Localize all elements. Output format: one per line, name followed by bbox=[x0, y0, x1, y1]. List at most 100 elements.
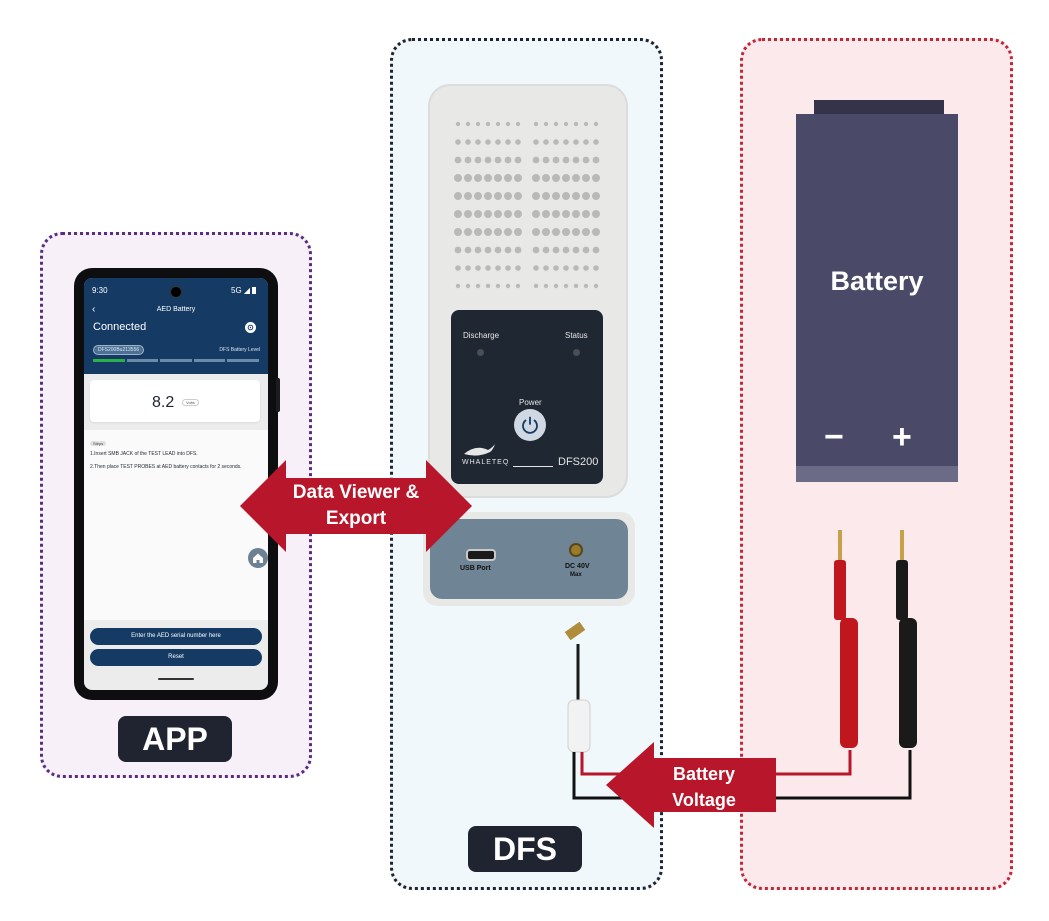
grille-hole bbox=[514, 174, 522, 182]
status-label: Status bbox=[565, 331, 588, 340]
grille-hole bbox=[504, 210, 512, 218]
grille-hole bbox=[582, 228, 590, 236]
grille-hole bbox=[474, 228, 482, 236]
battery-voltage-text-1: Battery bbox=[672, 764, 736, 784]
grille-hole bbox=[484, 192, 492, 200]
grille-hole bbox=[563, 121, 569, 127]
battery-status-icon bbox=[252, 287, 257, 295]
home-button[interactable] bbox=[248, 548, 268, 568]
phone-screen: 9:30 5G ◢ ‹ AED Battery Connected ⊙ DFS2… bbox=[84, 278, 268, 690]
battery-bottom-band bbox=[796, 466, 958, 482]
power-button[interactable] bbox=[514, 409, 546, 441]
grille-hole bbox=[494, 210, 502, 218]
grille-hole bbox=[504, 156, 512, 164]
grille-hole bbox=[515, 265, 521, 271]
grille-hole bbox=[494, 174, 502, 182]
usb-port bbox=[466, 549, 496, 561]
grille-hole bbox=[582, 156, 590, 164]
grille-hole bbox=[542, 228, 550, 236]
dc-jack bbox=[569, 543, 583, 557]
grille-hole bbox=[563, 139, 569, 145]
reset-button[interactable]: Reset bbox=[90, 649, 262, 666]
grille-hole bbox=[562, 246, 570, 254]
grille-hole bbox=[553, 121, 559, 127]
grille-hole bbox=[484, 228, 492, 236]
grille-hole bbox=[552, 156, 560, 164]
home-icon bbox=[253, 553, 263, 563]
status-time: 9:30 bbox=[92, 286, 108, 295]
grille-hole bbox=[464, 156, 472, 164]
grille-hole bbox=[542, 210, 550, 218]
grille-hole bbox=[455, 121, 461, 127]
grille-hole bbox=[532, 192, 540, 200]
grille-hole bbox=[454, 246, 462, 254]
device-id-badge: DFS200Bu213556 bbox=[93, 345, 145, 355]
grille-hole bbox=[592, 228, 600, 236]
grille-hole bbox=[582, 192, 590, 200]
camera-hole bbox=[170, 286, 182, 298]
battery-body bbox=[796, 114, 958, 478]
grille-hole bbox=[474, 192, 482, 200]
back-icon[interactable]: ‹ bbox=[92, 304, 96, 315]
grille-hole bbox=[505, 265, 511, 271]
network-label: 5G bbox=[231, 286, 242, 295]
grille-hole bbox=[494, 228, 502, 236]
grille-hole bbox=[504, 192, 512, 200]
grille-hole bbox=[515, 121, 521, 127]
level-segment-2 bbox=[126, 359, 159, 362]
grille-hole bbox=[474, 246, 482, 254]
grille-hole bbox=[583, 283, 589, 289]
grille-hole bbox=[592, 174, 600, 182]
grille-hole bbox=[552, 210, 560, 218]
grille-hole bbox=[485, 121, 491, 127]
grille-hole bbox=[532, 228, 540, 236]
grille-hole bbox=[542, 246, 550, 254]
grille-hole bbox=[572, 246, 580, 254]
data-viewer-text-1: Data Viewer & bbox=[292, 482, 420, 503]
grille-hole bbox=[542, 192, 550, 200]
bluetooth-icon[interactable]: ⊙ bbox=[245, 322, 256, 333]
grille-hole bbox=[542, 174, 550, 182]
battery-voltage-arrow bbox=[606, 742, 776, 828]
nav-gesture-bar bbox=[158, 678, 194, 680]
grille-hole bbox=[504, 228, 512, 236]
grille-hole bbox=[573, 265, 579, 271]
grille-hole bbox=[474, 174, 482, 182]
grille-hole bbox=[572, 210, 580, 218]
phone-side-button bbox=[276, 378, 280, 412]
grille-hole bbox=[572, 228, 580, 236]
grille-hole bbox=[583, 121, 589, 127]
serial-number-button[interactable]: Enter the AED serial number here bbox=[90, 628, 262, 645]
grille-hole bbox=[572, 156, 580, 164]
speaker-grille bbox=[454, 121, 600, 289]
data-viewer-arrow bbox=[240, 460, 472, 552]
battery-level-bar bbox=[93, 359, 259, 362]
grille-hole bbox=[592, 192, 600, 200]
grille-hole bbox=[494, 192, 502, 200]
grille-hole bbox=[474, 210, 482, 218]
level-segment-4 bbox=[193, 359, 226, 362]
whale-logo-icon bbox=[464, 444, 495, 456]
grille-hole bbox=[543, 265, 549, 271]
grille-hole bbox=[495, 283, 501, 289]
port-panel bbox=[430, 519, 628, 599]
level-segment-3 bbox=[160, 359, 192, 362]
grille-hole bbox=[582, 210, 590, 218]
steps-card bbox=[84, 430, 268, 620]
grille-hole bbox=[484, 246, 492, 254]
grille-hole bbox=[593, 265, 599, 271]
grille-hole bbox=[464, 192, 472, 200]
grille-hole bbox=[465, 283, 471, 289]
grille-hole bbox=[505, 283, 511, 289]
grille-hole bbox=[514, 156, 522, 164]
grille-hole bbox=[592, 156, 600, 164]
grille-hole bbox=[514, 192, 522, 200]
usb-label: USB Port bbox=[460, 565, 491, 572]
battery-voltage-text-2: Voltage bbox=[672, 790, 736, 810]
battery-level-label: DFS Battery Level bbox=[219, 347, 260, 353]
data-viewer-text-2: Export bbox=[325, 508, 387, 529]
grille-hole bbox=[553, 265, 559, 271]
grille-hole bbox=[505, 139, 511, 145]
grille-hole bbox=[593, 283, 599, 289]
grille-hole bbox=[455, 265, 461, 271]
